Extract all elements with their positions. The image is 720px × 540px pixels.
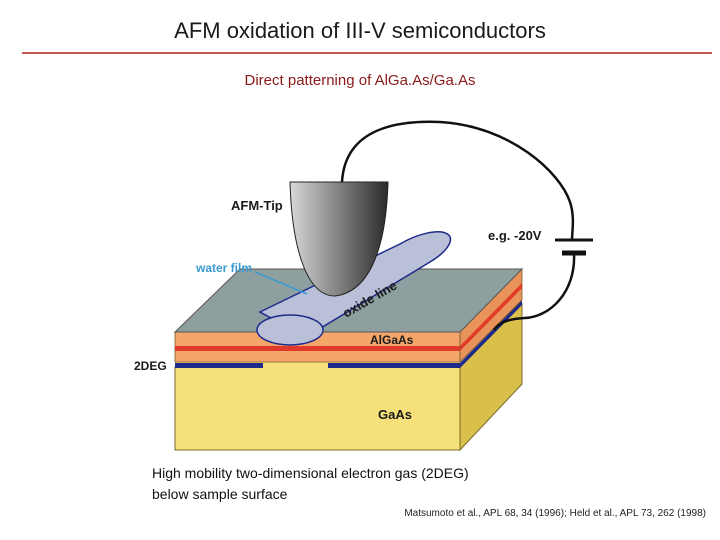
voltage-label: e.g. -20V <box>488 228 542 243</box>
2deg-segment-left <box>175 363 263 368</box>
afm-tip-label: AFM-Tip <box>231 198 283 213</box>
algaas-side-red-line <box>460 283 522 351</box>
algaas-label: AlGaAs <box>370 333 414 347</box>
circuit-wire-bottom <box>492 252 576 331</box>
afm-tip <box>289 181 389 297</box>
afm-oxidation-diagram: AFM-Tip e.g. -20V water film oxide line … <box>134 120 593 452</box>
algaas-red-line <box>175 346 460 351</box>
gaas-label: GaAs <box>378 407 412 422</box>
circuit-wire-top <box>340 120 575 241</box>
citation: Matsumoto et al., APL 68, 34 (1996); Hel… <box>404 508 706 519</box>
caption: High mobility two-dimensional electron g… <box>152 463 572 505</box>
oxide-end-ellipse <box>256 314 324 346</box>
water-film-pointer <box>254 271 308 295</box>
title-divider <box>22 52 712 54</box>
caption-line-1: High mobility two-dimensional electron g… <box>152 465 469 481</box>
2deg-layer <box>175 362 460 368</box>
caption-line-2: below sample surface <box>152 486 288 502</box>
gaas-front-face <box>174 366 461 451</box>
water-film-label: water film <box>195 261 252 275</box>
slide-subtitle: Direct patterning of AlGa.As/Ga.As <box>244 72 476 89</box>
2deg-segment-right <box>328 363 460 368</box>
2deg-side-line <box>460 300 522 368</box>
slide-title: AFM oxidation of III-V semiconductors <box>174 18 546 43</box>
2deg-label: 2DEG <box>134 359 167 373</box>
